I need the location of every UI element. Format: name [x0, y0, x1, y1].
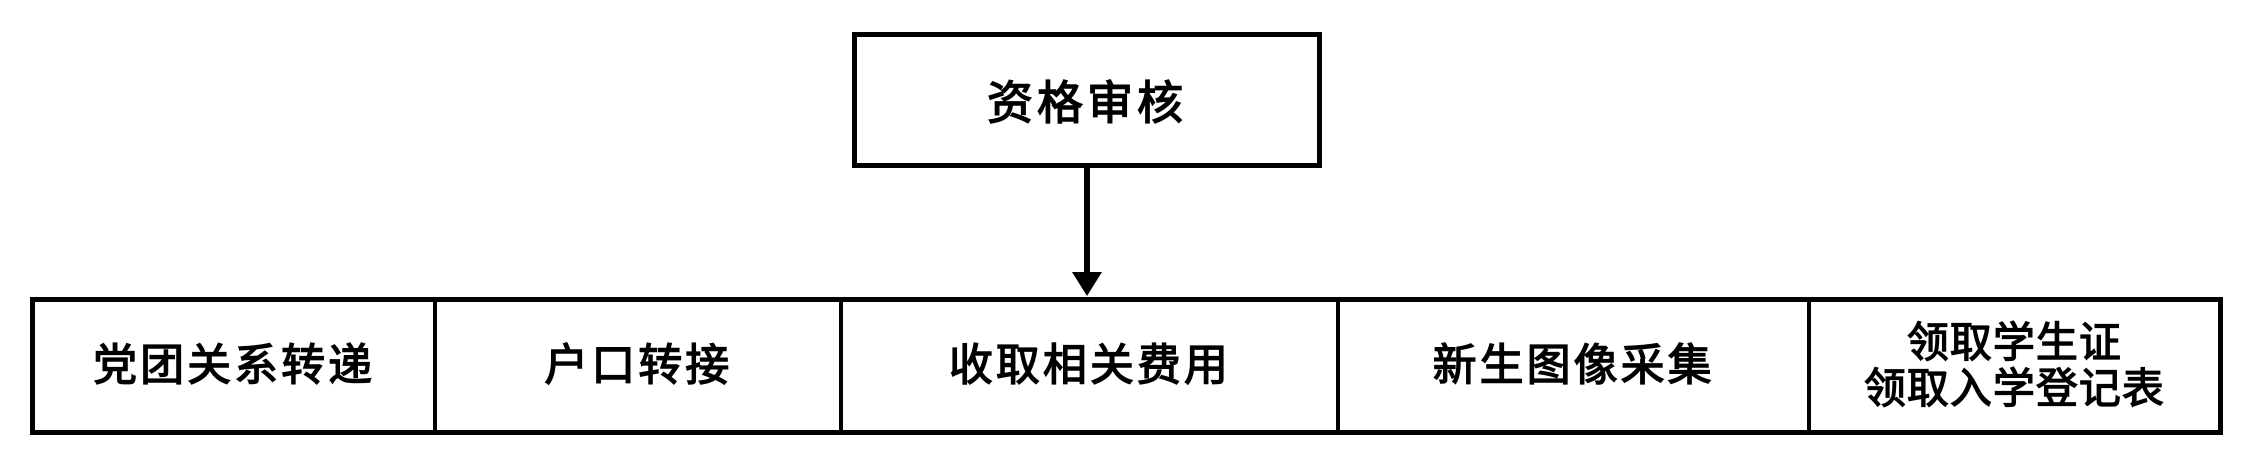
down-arrow-icon — [1072, 272, 1102, 296]
step-label: 领取学生证 领取入学登记表 — [1863, 318, 2165, 412]
step-cell-image-capture: 新生图像采集 — [1340, 302, 1811, 430]
qualification-review-label: 资格审核 — [987, 77, 1187, 129]
step-label-line: 新生图像采集 — [1432, 340, 1715, 390]
step-cell-household-registration: 户口转接 — [437, 302, 844, 430]
step-cell-fee-collection: 收取相关费用 — [843, 302, 1341, 430]
step-label: 新生图像采集 — [1432, 340, 1715, 390]
process-steps-row: 党团关系转递 户口转接 收取相关费用 新生图像采集 领取学生证 领取入学登记表 — [30, 297, 2223, 435]
qualification-review-box: 资格审核 — [852, 32, 1322, 168]
step-label-line: 领取入学登记表 — [1863, 365, 2165, 412]
step-label-line: 收取相关费用 — [948, 340, 1231, 390]
step-label: 收取相关费用 — [948, 340, 1231, 390]
step-label: 党团关系转递 — [93, 340, 376, 390]
step-cell-collect-id-and-form: 领取学生证 领取入学登记表 — [1811, 302, 2218, 430]
step-cell-party-league-transfer: 党团关系转递 — [35, 302, 438, 430]
down-arrow-shaft — [1084, 168, 1090, 276]
step-label-line: 户口转接 — [544, 340, 733, 390]
step-label-line: 领取学生证 — [1906, 318, 2122, 366]
step-label-line: 党团关系转递 — [93, 340, 376, 390]
step-label: 户口转接 — [544, 340, 733, 390]
